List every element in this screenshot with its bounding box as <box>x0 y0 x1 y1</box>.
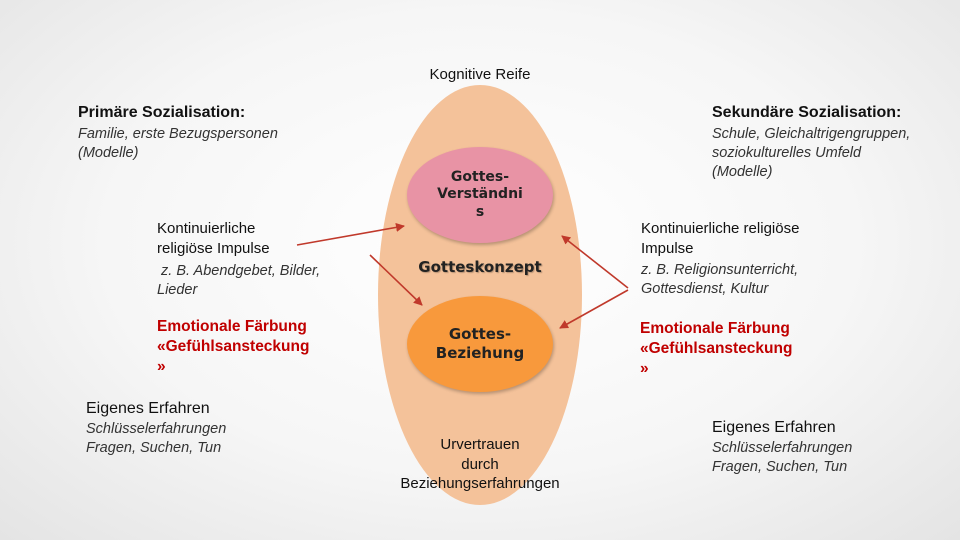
urvertrauen-line: durch <box>461 455 499 473</box>
primaere-detail-line: (Modelle) <box>78 144 139 161</box>
beziehung-line: Gottes- <box>448 325 512 344</box>
right-experience-title: Eigenes Erfahren <box>712 419 836 436</box>
urvertrauen-label: Urvertrauen durch Beziehungserfahrungen <box>370 435 590 494</box>
urvertrauen-line: Beziehungserfahrungen <box>400 475 560 492</box>
left-experience-line: Schlüsselerfahrungen <box>86 421 227 437</box>
right-example-line: Gottesdienst, Kultur <box>641 280 769 297</box>
sekundaere-sozialisation-heading: Sekundäre Sozialisation: <box>712 104 902 121</box>
left-experience-title: Eigenes Erfahren <box>86 400 210 417</box>
primaere-sozialisation-heading: Primäre Sozialisation: <box>78 104 246 121</box>
arrow-right-to-beziehung <box>559 289 629 329</box>
left-experience-detail: Schlüsselerfahrungen Fragen, Suchen, Tun <box>86 420 226 458</box>
right-emotional-line: «Gefühlsansteckung <box>640 340 793 358</box>
left-emotional: Emotionale Färbung «Gefühlsansteckung » <box>157 317 309 377</box>
right-impulse-title: Kontinuierliche religiöse Impulse <box>641 219 799 258</box>
verstaendnis-line: Gottes- <box>450 168 510 185</box>
left-emotional-line: «Gefühlsansteckung <box>157 338 310 356</box>
primaere-detail: Familie, erste Bezugspersonen (Modelle) <box>78 125 278 163</box>
verstaendnis-line: s <box>475 203 485 220</box>
right-impulse-line: Impulse <box>641 239 694 257</box>
right-emotional-line: Emotionale Färbung <box>640 320 790 337</box>
gotteskonzept-label: Gotteskonzept <box>418 258 542 276</box>
right-example-line: z. B. Religionsunterricht, <box>641 262 799 278</box>
left-experience-line: Fragen, Suchen, Tun <box>86 439 222 456</box>
left-emotional-line: Emotionale Färbung <box>157 318 307 335</box>
left-emotional-line: » <box>157 358 166 376</box>
sekundaere-detail-line: Schule, Gleichaltrigengruppen, <box>712 126 911 142</box>
right-impulse-line: Kontinuierliche religiöse <box>641 220 800 237</box>
sekundaere-detail: Schule, Gleichaltrigengruppen, soziokult… <box>712 125 910 182</box>
arrow-left-to-beziehung <box>369 254 423 306</box>
gottes-beziehung-oval: Gottes- Beziehung <box>407 296 553 392</box>
arrow-left-to-verstaendnis <box>296 222 405 246</box>
left-impulse-examples: z. B. Abendgebet, Bilder, Lieder <box>157 262 320 300</box>
right-emotional-line: » <box>640 360 649 378</box>
sekundaere-detail-line: (Modelle) <box>712 163 773 180</box>
beziehung-line: Beziehung <box>435 344 525 362</box>
primaere-detail-line: Familie, erste Bezugspersonen <box>78 126 278 142</box>
verstaendnis-line: Verständni <box>437 186 523 203</box>
kognitive-reife-label: Kognitive Reife <box>429 66 531 83</box>
left-impulse-line: Kontinuierliche <box>157 220 256 237</box>
sekundaere-detail-line: soziokulturelles Umfeld <box>712 144 862 161</box>
urvertrauen-line: Urvertrauen <box>440 436 520 453</box>
right-experience-line: Schlüsselerfahrungen <box>712 440 853 456</box>
left-example-line: Lieder <box>157 281 198 298</box>
right-experience-detail: Schlüsselerfahrungen Fragen, Suchen, Tun <box>712 439 852 477</box>
right-emotional: Emotionale Färbung «Gefühlsansteckung » <box>640 319 792 379</box>
left-impulse-line: religiöse Impulse <box>157 239 270 257</box>
gottes-verstaendnis-oval: Gottes- Verständni s <box>407 147 553 243</box>
arrow-right-to-verstaendnis <box>561 235 629 289</box>
right-impulse-examples: z. B. Religionsunterricht, Gottesdienst,… <box>641 261 798 299</box>
left-example-line: z. B. Abendgebet, Bilder, <box>157 263 321 279</box>
left-impulse-title: Kontinuierliche religiöse Impulse <box>157 219 270 258</box>
right-experience-line: Fragen, Suchen, Tun <box>712 458 848 475</box>
